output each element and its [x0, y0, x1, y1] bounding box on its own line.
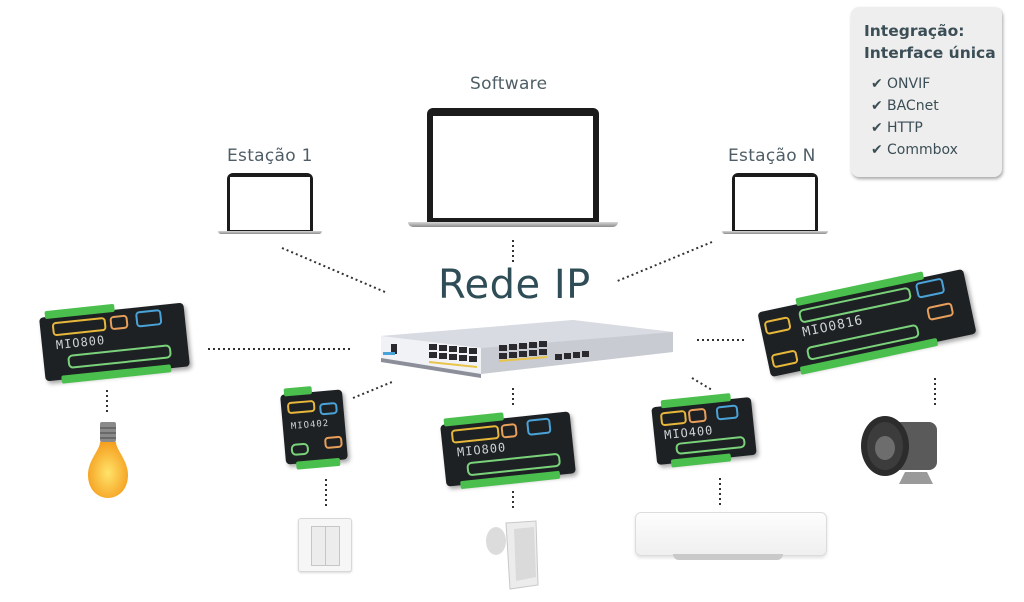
- edge-stationn-switch: [614, 241, 713, 283]
- station-n-laptop-icon[interactable]: [722, 173, 828, 235]
- station-1-label: Estação 1: [227, 146, 313, 166]
- station-n-label: Estação N: [728, 146, 816, 166]
- edge-station1-switch: [281, 247, 386, 293]
- integration-list: ✔ONVIF ✔BACnet ✔HTTP ✔Commbox: [871, 73, 958, 161]
- controller-mio402[interactable]: MIO402: [280, 386, 348, 470]
- motion-sensor-icon[interactable]: [478, 515, 548, 591]
- air-conditioner-icon[interactable]: [635, 512, 827, 560]
- integration-item: ✔Commbox: [871, 139, 958, 161]
- controller-mio800-center[interactable]: MIO800: [440, 411, 576, 490]
- edge-switch-mio400: [691, 377, 713, 391]
- integration-item: ✔HTTP: [871, 117, 958, 139]
- lamp-icon[interactable]: [86, 420, 130, 500]
- software-laptop-icon[interactable]: [408, 108, 618, 230]
- controller-name: MIO402: [290, 418, 330, 432]
- integration-item-label: BACnet: [887, 98, 939, 114]
- software-label: Software: [470, 74, 548, 94]
- network-title: Rede IP: [438, 262, 591, 308]
- check-icon: ✔: [871, 76, 883, 92]
- station-1-laptop-icon[interactable]: [218, 173, 322, 235]
- integration-heading-line1: Integração:: [864, 22, 965, 40]
- check-icon: ✔: [871, 98, 883, 114]
- controller-mio800-left[interactable]: MIO800: [39, 302, 190, 384]
- siren-icon[interactable]: [855, 410, 945, 490]
- controller-mio400[interactable]: MIO400: [651, 393, 757, 468]
- edge-switch-mio402: [352, 381, 393, 399]
- check-icon: ✔: [871, 120, 883, 136]
- integration-item-label: HTTP: [887, 120, 923, 136]
- integration-box: Integração: Interface única ✔ONVIF ✔BACn…: [851, 7, 1002, 177]
- controller-name: MIO800: [55, 333, 106, 353]
- wall-switch-icon[interactable]: [298, 518, 352, 572]
- integration-item-label: Commbox: [887, 142, 958, 158]
- integration-item: ✔ONVIF: [871, 73, 958, 95]
- integration-heading: Integração: Interface única: [864, 20, 996, 64]
- controller-name: MIO800: [456, 440, 507, 460]
- network-switch-icon[interactable]: [373, 318, 675, 380]
- integration-item-label: ONVIF: [887, 76, 931, 92]
- integration-item: ✔BACnet: [871, 95, 958, 117]
- integration-heading-line2: Interface única: [864, 44, 996, 62]
- check-icon: ✔: [871, 142, 883, 158]
